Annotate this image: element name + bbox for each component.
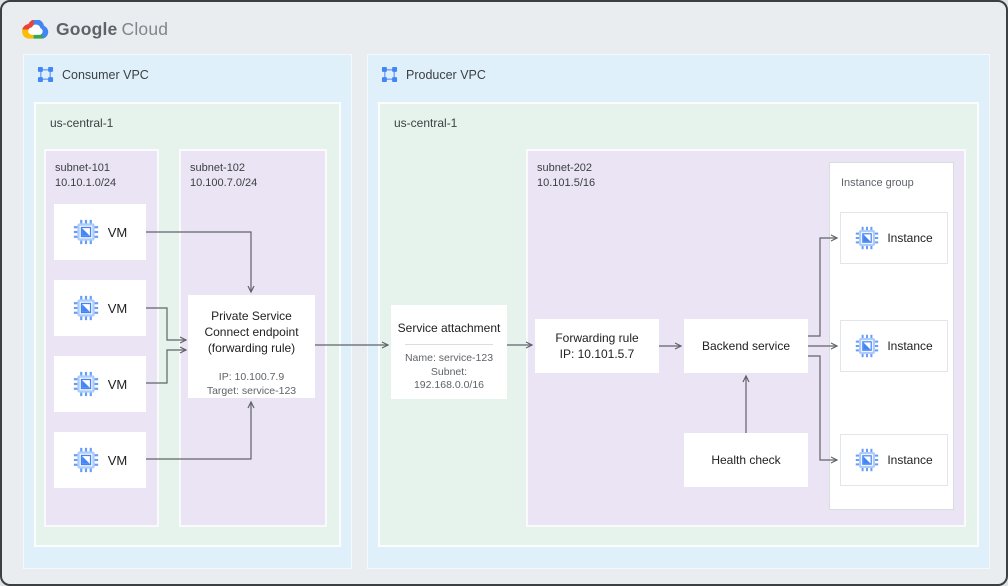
compute-engine-icon [855,334,879,358]
producer-vpc-header: Producer VPC [381,66,486,83]
subnet-202-label: subnet-202 10.101.5/16 [537,161,595,191]
service-attachment-subnet-label: Subnet: [430,365,468,378]
psc-ip: IP: 10.100.7.9 [218,371,285,383]
instance-label: Instance [887,453,933,467]
health-check-card: Health check [684,433,808,487]
instance-label: Instance [887,339,933,353]
vm-card-1: VM [54,204,146,260]
service-attachment-subnet-cidr: 192.168.0.0/16 [413,379,485,391]
instance-label: Instance [887,231,933,245]
vm-card-3: VM [54,356,146,412]
producer-region-label: us-central-1 [394,116,458,130]
health-check-label: Health check [711,453,781,467]
vm-card-4: VM [54,432,146,488]
service-attachment-card: Service attachment Name: service-123 Sub… [391,305,507,399]
vm-label: VM [107,300,128,316]
subnet-101-cidr: 10.10.1.0/24 [55,177,117,189]
vm-label: VM [107,376,128,392]
subnet-101-name: subnet-101 [55,162,111,174]
instance-group-label: Instance group [841,177,914,189]
logo-word-google: Google [56,18,118,39]
consumer-vpc-label: Consumer VPC [62,67,149,82]
service-attachment-title: Service attachment [397,321,501,335]
compute-engine-icon [855,226,879,250]
consumer-vpc-header: Consumer VPC [37,66,149,83]
subnet-202-name: subnet-202 [537,162,593,174]
google-cloud-icon [22,20,49,39]
compute-engine-icon [73,295,99,321]
vm-label: VM [107,224,128,240]
subnet-102-cidr: 10.100.7.0/24 [190,177,258,189]
vm-card-2: VM [54,280,146,336]
subnet-102-label: subnet-102 10.100.7.0/24 [190,161,257,191]
psc-target: Target: service-123 [206,384,297,397]
instance-card-1: Instance [840,212,948,264]
card-divider [404,344,494,345]
forwarding-rule-ip: IP: 10.101.5.7 [559,347,635,361]
vpc-network-icon [381,66,398,83]
subnet-102-name: subnet-102 [190,162,246,174]
psc-endpoint-title: Private Service Connect endpoint (forwar… [204,309,299,355]
compute-engine-icon [73,447,99,473]
forwarding-rule-card: Forwarding rule IP: 10.101.5.7 [535,319,659,373]
backend-service-card: Backend service [684,319,808,373]
backend-service-label: Backend service [701,339,791,353]
instance-card-2: Instance [840,320,948,372]
compute-engine-icon [73,371,99,397]
psc-endpoint-card: Private Service Connect endpoint (forwar… [188,295,315,398]
logo-word-cloud: Cloud [121,18,169,39]
vpc-network-icon [37,66,54,83]
consumer-region-label: us-central-1 [50,116,114,130]
vm-label: VM [107,452,128,468]
instance-card-3: Instance [840,434,948,486]
subnet-101-label: subnet-101 10.10.1.0/24 [55,161,116,191]
compute-engine-icon [73,219,99,245]
compute-engine-icon [855,448,879,472]
forwarding-rule-title: Forwarding rule [555,331,639,345]
subnet-202-cidr: 10.101.5/16 [537,177,596,189]
producer-vpc-label: Producer VPC [406,67,486,82]
service-attachment-name: Name: service-123 [404,352,494,364]
